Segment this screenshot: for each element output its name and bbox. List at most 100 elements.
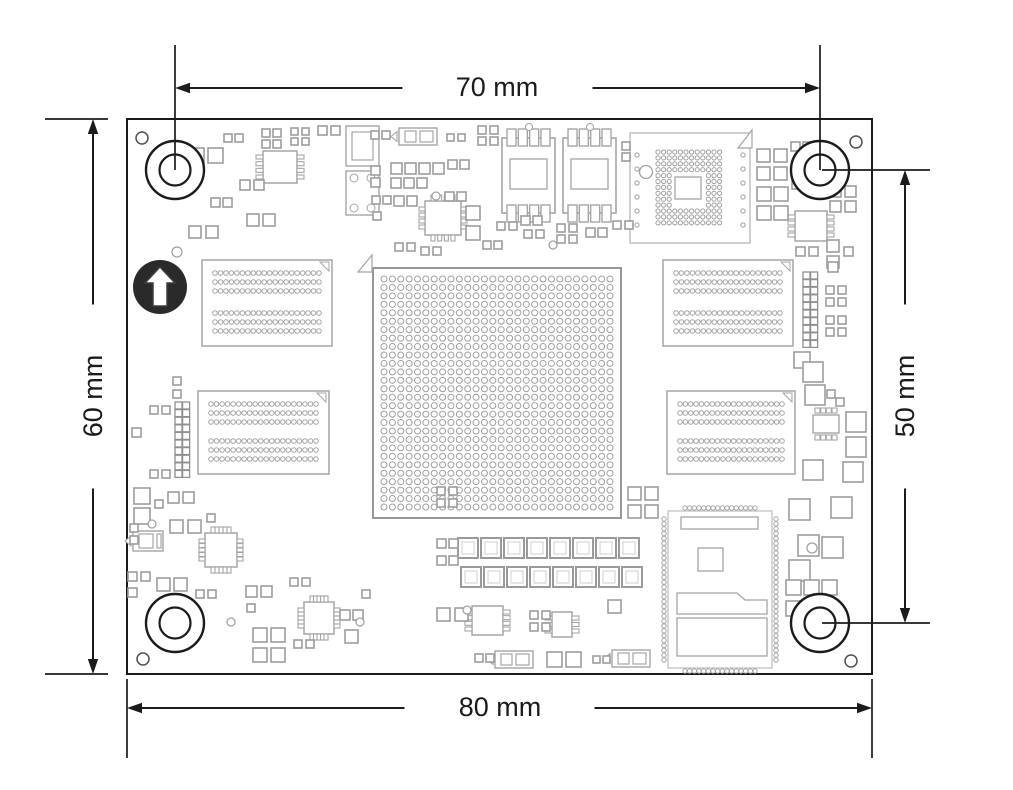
passive-component bbox=[406, 195, 418, 207]
passive-component bbox=[246, 603, 256, 613]
passive-component bbox=[802, 459, 824, 481]
dimension-bottom bbox=[126, 679, 873, 758]
passive-component bbox=[459, 159, 470, 170]
passive-component bbox=[773, 205, 789, 221]
ic-top-right bbox=[787, 210, 835, 242]
passive-component bbox=[845, 436, 867, 458]
passive-component bbox=[825, 285, 835, 295]
passive-component bbox=[161, 405, 171, 415]
ddr-footprint-top-right bbox=[662, 259, 794, 347]
passive-component bbox=[508, 221, 518, 231]
passive-component bbox=[621, 141, 631, 151]
passive-component bbox=[844, 200, 857, 213]
qfn-bottom-left-b bbox=[297, 595, 341, 641]
passive-component bbox=[167, 491, 180, 504]
passive-component bbox=[370, 177, 381, 188]
fiducials-layer bbox=[135, 131, 863, 668]
passive-component bbox=[223, 133, 233, 143]
dimensions-layer bbox=[45, 45, 930, 758]
passive-component bbox=[448, 486, 458, 496]
dimension-label-right: 50 mm bbox=[890, 354, 920, 438]
passive-component bbox=[330, 125, 341, 136]
connector-footprint-b bbox=[345, 170, 380, 216]
passive-component bbox=[344, 629, 359, 644]
passive-component bbox=[592, 655, 601, 664]
passive-component bbox=[444, 191, 455, 202]
passive-component bbox=[432, 162, 445, 175]
passive-component bbox=[301, 137, 310, 146]
pin-header-right bbox=[802, 271, 819, 349]
passive-component bbox=[261, 128, 271, 138]
passive-component bbox=[523, 229, 533, 239]
passive-component bbox=[482, 240, 492, 250]
passive-component bbox=[489, 136, 499, 146]
passive-component bbox=[808, 246, 819, 257]
passive-component bbox=[773, 166, 788, 181]
passive-component bbox=[382, 195, 392, 205]
passive-component bbox=[270, 627, 286, 643]
passive-component bbox=[301, 577, 311, 587]
passive-component bbox=[756, 205, 772, 221]
passive-component bbox=[246, 213, 260, 227]
passive-component bbox=[172, 376, 182, 386]
oscillator-right bbox=[812, 407, 840, 441]
passive-component bbox=[252, 647, 268, 663]
passive-component bbox=[262, 213, 276, 227]
passive-component bbox=[156, 577, 171, 592]
passive-component bbox=[756, 148, 771, 163]
passive-component bbox=[493, 240, 503, 250]
passive-component bbox=[207, 589, 217, 599]
passive-component bbox=[773, 186, 789, 202]
flash-soic8-right bbox=[562, 123, 617, 223]
passive-component bbox=[140, 571, 151, 582]
passive-component bbox=[394, 242, 404, 252]
passive-component bbox=[465, 205, 481, 221]
passive-component bbox=[837, 315, 847, 325]
passive-component bbox=[205, 225, 219, 239]
passive-component bbox=[842, 461, 864, 483]
passive-component bbox=[474, 653, 484, 663]
passive-component bbox=[837, 285, 847, 295]
passive-component bbox=[477, 136, 487, 146]
passive-component bbox=[546, 651, 563, 668]
passive-component bbox=[416, 177, 428, 189]
passive-component bbox=[644, 504, 659, 519]
passive-component bbox=[541, 610, 551, 620]
tantalum-cap-top bbox=[390, 127, 438, 146]
passive-component bbox=[371, 195, 381, 205]
passive-component bbox=[390, 162, 403, 175]
passive-component bbox=[825, 315, 835, 325]
dimension-left bbox=[45, 118, 108, 675]
passive-component bbox=[448, 498, 458, 508]
passive-component bbox=[436, 555, 447, 566]
passive-component bbox=[420, 246, 430, 256]
passive-component bbox=[317, 125, 328, 136]
qfn-bottom-left-a bbox=[198, 526, 244, 574]
passive-component bbox=[585, 227, 596, 238]
passive-component bbox=[207, 147, 224, 164]
passive-component bbox=[624, 220, 634, 230]
passive-component bbox=[446, 133, 455, 142]
passive-component bbox=[253, 179, 265, 191]
passive-component bbox=[252, 627, 268, 643]
passive-component bbox=[393, 195, 405, 207]
passive-component bbox=[305, 639, 315, 649]
passive-component bbox=[532, 215, 543, 226]
passive-component bbox=[795, 246, 806, 257]
dimension-top bbox=[174, 45, 821, 170]
dimension-label-left: 60 mm bbox=[78, 354, 108, 438]
passive-component bbox=[154, 499, 164, 509]
passive-component bbox=[556, 234, 566, 244]
passive-component bbox=[222, 197, 233, 208]
passive-component bbox=[436, 607, 451, 622]
passive-component bbox=[149, 405, 159, 415]
passive-component bbox=[835, 397, 845, 407]
passive-component bbox=[788, 559, 811, 582]
passive-component bbox=[390, 177, 402, 189]
passive-component bbox=[447, 159, 458, 170]
passive-component bbox=[370, 130, 380, 140]
passive-component bbox=[131, 427, 142, 438]
passive-component bbox=[436, 486, 446, 496]
passive-component bbox=[406, 242, 416, 252]
